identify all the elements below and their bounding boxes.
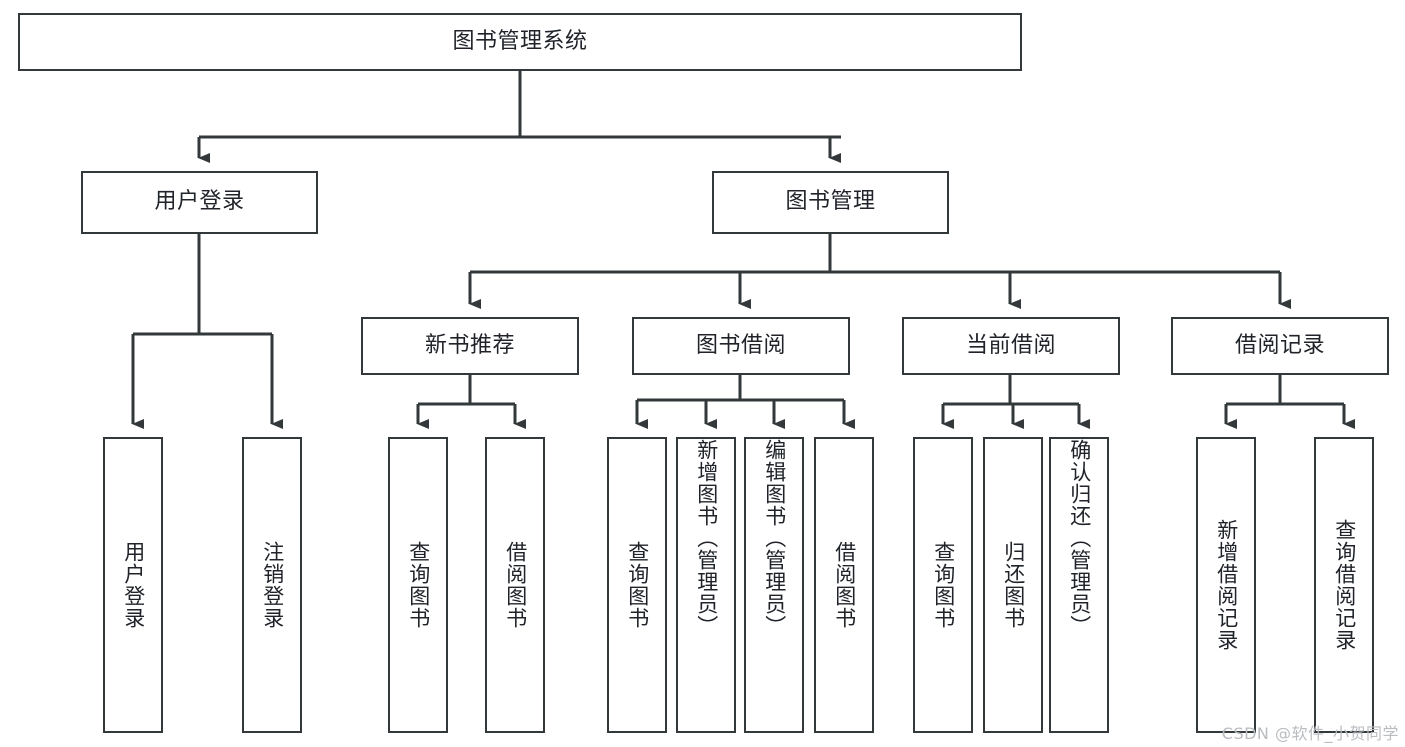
node-borrow-record[interactable]: 借阅记录 [1171, 317, 1389, 375]
leaf-logout-label: 注销登录 [260, 541, 285, 629]
leaf-query-book-2[interactable]: 查询图书 [607, 437, 667, 733]
leaf-add-book-label: 新增图书（管理员） [694, 439, 719, 637]
leaf-add-book[interactable]: 新增图书（管理员） [676, 437, 736, 733]
edge-userlogin-to-leaves [131, 234, 283, 429]
node-book-manage[interactable]: 图书管理 [712, 171, 949, 234]
edge-borrowrecord-to-leaves [1224, 375, 1355, 429]
leaf-query-record-label: 查询借阅记录 [1332, 519, 1357, 651]
leaf-user-login-label: 用户登录 [121, 541, 146, 629]
edge-root-to-level2 [197, 71, 841, 163]
leaf-return-book[interactable]: 归还图书 [983, 437, 1043, 733]
leaf-edit-book[interactable]: 编辑图书（管理员） [744, 437, 804, 733]
leaf-add-record[interactable]: 新增借阅记录 [1196, 437, 1256, 733]
leaf-edit-book-label: 编辑图书（管理员） [762, 439, 787, 637]
leaf-logout[interactable]: 注销登录 [242, 437, 302, 733]
leaf-borrow-book-1-label: 借阅图书 [503, 541, 528, 629]
node-book-borrow[interactable]: 图书借阅 [632, 317, 850, 375]
edge-currentborrow-to-leaves [941, 375, 1090, 429]
leaf-return-book-label: 归还图书 [1001, 541, 1026, 629]
leaf-borrow-book-2[interactable]: 借阅图书 [814, 437, 874, 733]
node-user-login[interactable]: 用户登录 [81, 171, 318, 234]
node-new-book-recommend-label: 新书推荐 [424, 332, 515, 358]
node-borrow-record-label: 借阅记录 [1234, 332, 1325, 358]
leaf-user-login[interactable]: 用户登录 [103, 437, 163, 733]
leaf-query-book-2-label: 查询图书 [625, 541, 650, 629]
leaf-add-record-label: 新增借阅记录 [1214, 519, 1239, 651]
node-root[interactable]: 图书管理系统 [18, 13, 1022, 71]
node-user-login-label: 用户登录 [154, 189, 245, 215]
node-current-borrow-label: 当前借阅 [965, 332, 1056, 358]
leaf-query-book-3[interactable]: 查询图书 [913, 437, 973, 733]
leaf-borrow-book-2-label: 借阅图书 [832, 541, 857, 629]
edge-bookmanage-to-level3 [468, 234, 1291, 309]
leaf-borrow-book-1[interactable]: 借阅图书 [485, 437, 545, 733]
leaf-confirm-return[interactable]: 确认归还（管理员） [1049, 437, 1109, 733]
node-new-book-recommend[interactable]: 新书推荐 [361, 317, 579, 375]
edge-bookborrow-to-leaves [635, 375, 855, 429]
leaf-query-book-1-label: 查询图书 [406, 541, 431, 629]
leaf-confirm-return-label: 确认归还（管理员） [1067, 439, 1092, 637]
leaf-query-book-1[interactable]: 查询图书 [388, 437, 448, 733]
node-root-label: 图书管理系统 [452, 28, 588, 54]
node-current-borrow[interactable]: 当前借阅 [902, 317, 1120, 375]
edge-newbook-to-leaves [416, 375, 526, 429]
node-book-manage-label: 图书管理 [785, 189, 876, 215]
leaf-query-record[interactable]: 查询借阅记录 [1314, 437, 1374, 733]
leaf-query-book-3-label: 查询图书 [931, 541, 956, 629]
watermark-text: CSDN @软件_小贺同学 [1221, 724, 1399, 743]
node-book-borrow-label: 图书借阅 [695, 332, 786, 358]
